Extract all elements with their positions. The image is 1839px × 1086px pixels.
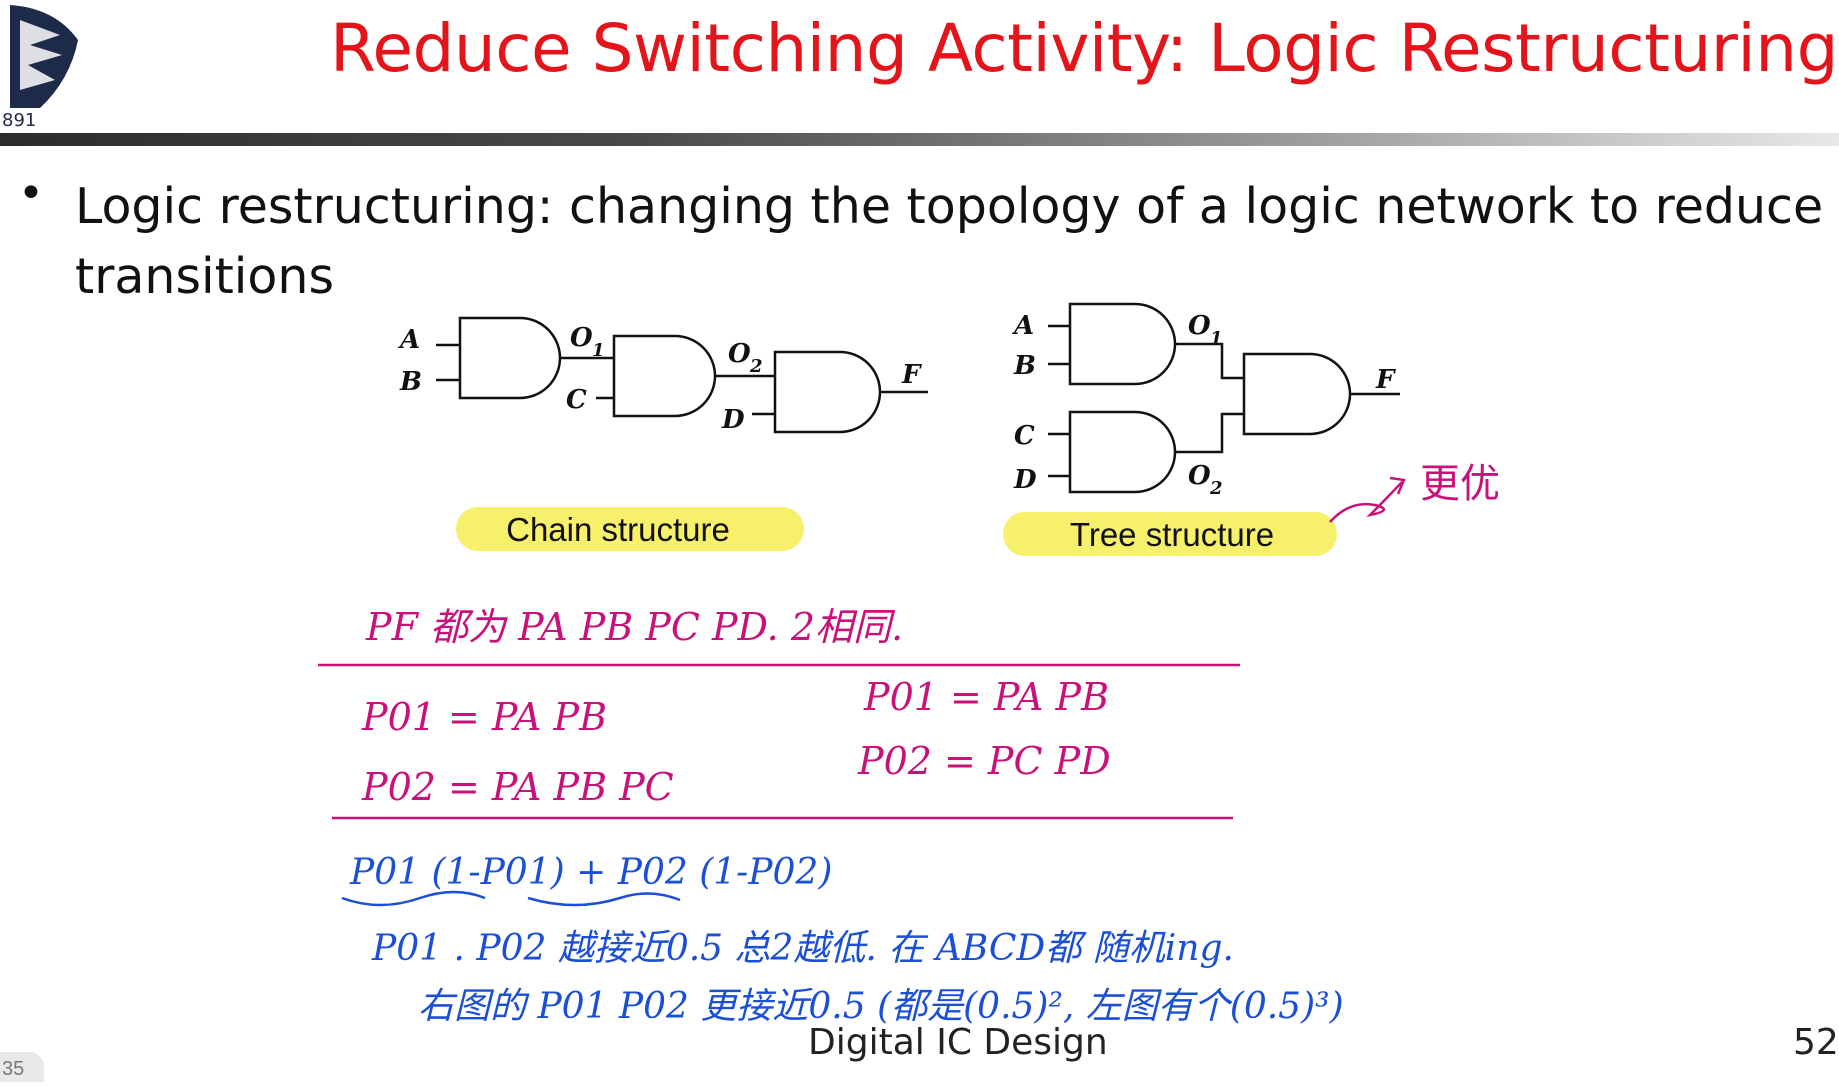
tree-input-d: D <box>1013 465 1037 495</box>
chain-output-f: F <box>901 360 922 390</box>
tree-and-gate-1 <box>1068 302 1177 386</box>
chain-p02: P02 = PA PB PC <box>361 765 674 809</box>
chain-caption-highlight <box>456 507 804 551</box>
note-line-1: PF 都为 PA PB PC PD. 2相同. <box>365 605 903 649</box>
tree-output-o1-sub: 1 <box>1210 328 1223 349</box>
tree-output-o1: O <box>1188 311 1211 341</box>
tree-caption-highlight <box>1003 512 1337 556</box>
slide-counter: 35 <box>0 1052 44 1082</box>
tree-p01: P01 = PA PB <box>863 675 1109 719</box>
chain-input-a: A <box>397 325 420 355</box>
formula-underline-2 <box>527 892 681 907</box>
note-line-3: 右图的 P01 P02 更接近0.5 (都是(0.5)², 左图有个(0.5)³… <box>418 986 1344 1027</box>
tree-p02: P02 = PC PD <box>857 739 1111 783</box>
tree-output-o2-sub: 2 <box>1209 478 1223 499</box>
chain-p01: P01 = PA PB <box>361 695 607 739</box>
chain-output-o1-sub: 1 <box>592 340 605 361</box>
tree-output-o2: O <box>1188 461 1211 491</box>
bullet-text: Logic restructuring: changing the topolo… <box>75 178 1824 305</box>
better-annotation: 更优 <box>1420 461 1500 507</box>
bullet-symbol: • <box>18 168 44 219</box>
chain-input-c: C <box>566 385 587 415</box>
page-number: 52 <box>1793 1022 1839 1063</box>
chain-and-gate-1 <box>458 316 562 400</box>
chain-caption: Chain structure <box>506 511 730 548</box>
tree-output-f: F <box>1375 365 1396 395</box>
tree-input-c: C <box>1014 421 1035 451</box>
formula-underline-1 <box>341 890 486 907</box>
tree-and-gate-3 <box>1242 352 1352 436</box>
chain-and-gate-2 <box>612 334 717 418</box>
tree-input-a: A <box>1011 311 1034 341</box>
chain-output-o1: O <box>570 323 593 353</box>
chain-output-o2-sub: 2 <box>749 356 763 377</box>
title-divider <box>0 133 1839 146</box>
formula: P01 (1-P01) + P02 (1-P02) <box>349 852 832 893</box>
tree-caption: Tree structure <box>1070 516 1274 553</box>
slide-title: Reduce Switching Activity: Logic Restruc… <box>330 10 1839 87</box>
chain-output-o2: O <box>728 339 751 369</box>
university-logo: 891 <box>0 0 85 130</box>
chain-input-d: D <box>721 405 745 435</box>
footer-text: Digital IC Design <box>808 1022 1108 1063</box>
chain-and-gate-3 <box>773 350 882 434</box>
chain-input-b: B <box>399 367 422 397</box>
logo-year: 891 <box>2 110 36 130</box>
tree-and-gate-2 <box>1068 410 1177 494</box>
note-line-2: P01 . P02 越接近0.5 总2越低. 在 ABCD都 随机ing. <box>371 928 1234 969</box>
better-arrow <box>1329 481 1403 523</box>
tree-input-b: B <box>1013 351 1036 381</box>
